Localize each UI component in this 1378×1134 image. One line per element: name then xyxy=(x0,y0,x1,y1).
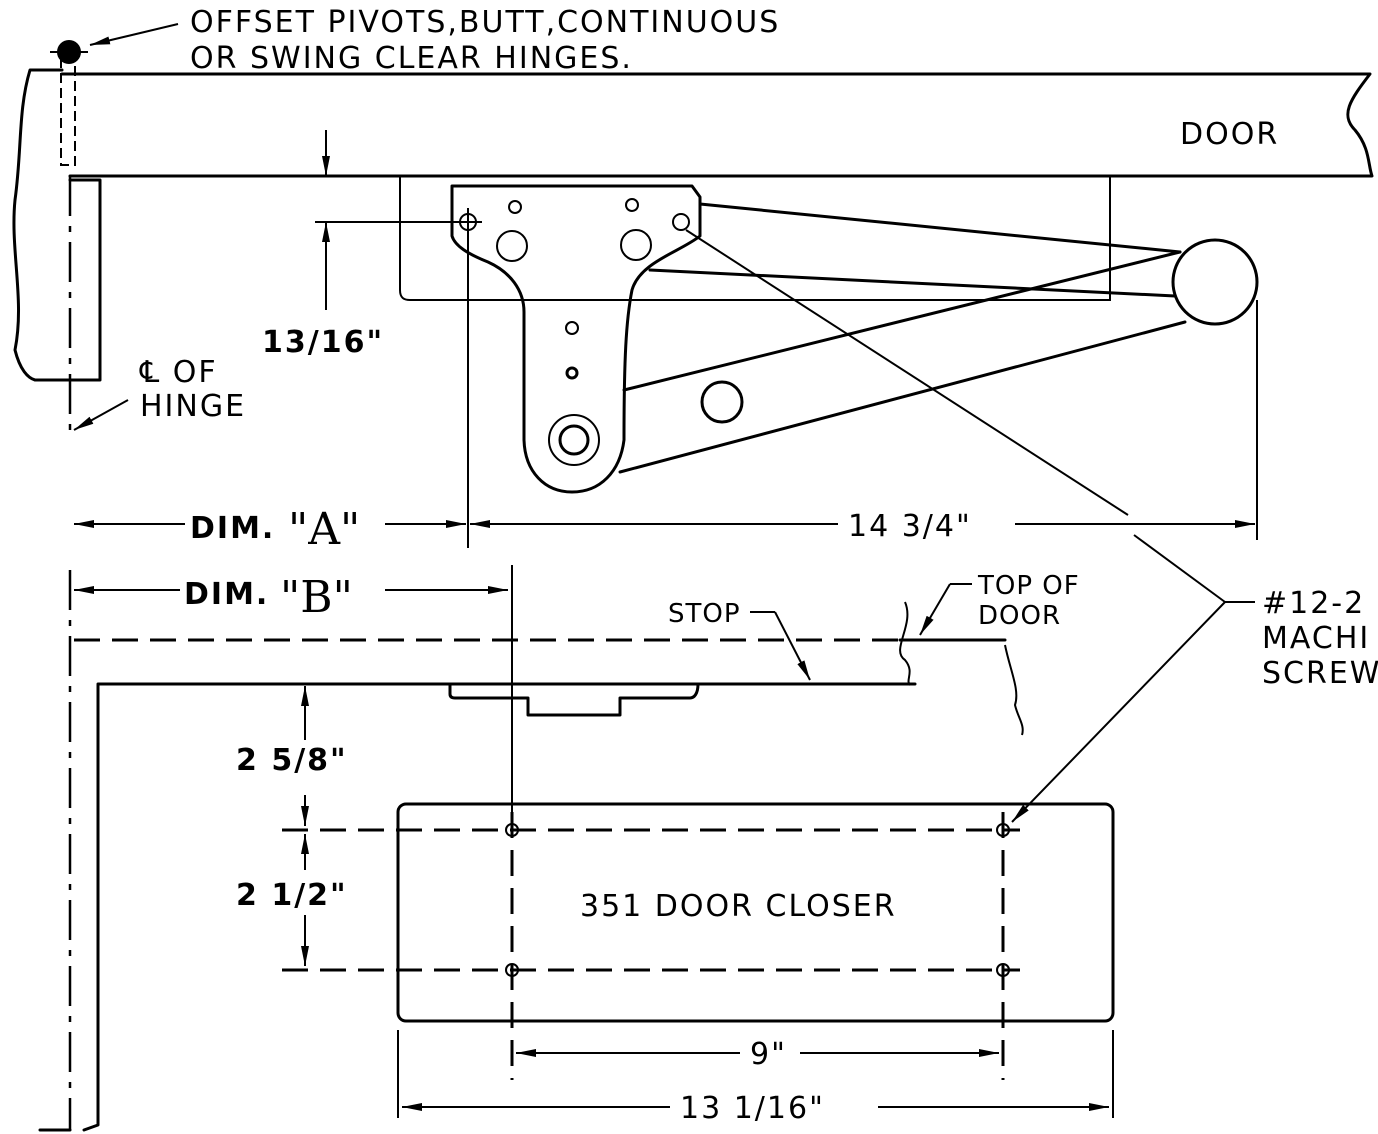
screw-note-line3: SCREW xyxy=(1262,656,1378,691)
frame-stop-elevation xyxy=(82,682,917,1132)
dim-13-16: 13/16" xyxy=(262,325,384,360)
screw-note-line1: #12-2 xyxy=(1262,586,1365,621)
dim-9: 9" xyxy=(750,1037,787,1072)
dim-2-5-8: 2 5/8" xyxy=(236,743,348,778)
dim-13-1-16: 13 1/16" xyxy=(680,1091,825,1126)
frame-jamb xyxy=(12,68,102,382)
dim-14-3-4: 14 3/4" xyxy=(848,509,972,544)
top-view: OFFSET PIVOTS,BUTT,CONTINUOUS OR SWING C… xyxy=(12,5,1374,603)
door-closer-body xyxy=(396,802,1115,1023)
closer-body-outline xyxy=(399,176,1111,301)
screw-hole xyxy=(996,963,1010,977)
top-of-door-line1: TOP OF xyxy=(977,571,1080,601)
hinge-cl-leader xyxy=(73,399,129,431)
forearm-lower xyxy=(648,268,1177,298)
top-of-door-line2: DOOR xyxy=(978,601,1061,631)
dim-2-1-2: 2 1/2" xyxy=(236,878,348,913)
arm-shoe-bracket xyxy=(450,184,702,494)
main-arm-lower xyxy=(618,320,1187,474)
forearm-upper xyxy=(698,202,1182,254)
dim-b-letter: "B" xyxy=(280,572,353,623)
bracket-elevation xyxy=(448,682,700,717)
pivots-leader xyxy=(89,23,179,46)
dim-b-prefix: DIM. xyxy=(184,577,269,612)
screw-hole xyxy=(505,963,519,977)
door-closer-label: 351 DOOR CLOSER xyxy=(580,889,897,924)
hinge-cl-line1: ℄ OF xyxy=(139,355,218,390)
screw-hole xyxy=(996,823,1010,837)
main-arm-upper xyxy=(622,250,1182,392)
pivot-pin xyxy=(60,49,76,166)
hinge-cl-line2: HINGE xyxy=(140,389,246,424)
pivots-note-line2: OR SWING CLEAR HINGES. xyxy=(190,41,633,76)
door-label: DOOR xyxy=(1180,117,1279,152)
elevation-view: DIM. "B" TOP OF DOOR STOP 2 5/8" 351 DOO… xyxy=(38,565,1378,1132)
dim-a-prefix: DIM. xyxy=(190,511,275,546)
arm-hole xyxy=(700,380,744,424)
pivots-note-line1: OFFSET PIVOTS,BUTT,CONTINUOUS xyxy=(190,5,780,40)
screw-hole xyxy=(505,823,519,837)
dim-a-letter: "A" xyxy=(288,504,360,555)
arm-elbow xyxy=(1171,238,1259,326)
stop-label: STOP xyxy=(668,599,741,629)
screw-note-line2: MACHI xyxy=(1262,621,1370,656)
door-slab xyxy=(60,72,1374,178)
